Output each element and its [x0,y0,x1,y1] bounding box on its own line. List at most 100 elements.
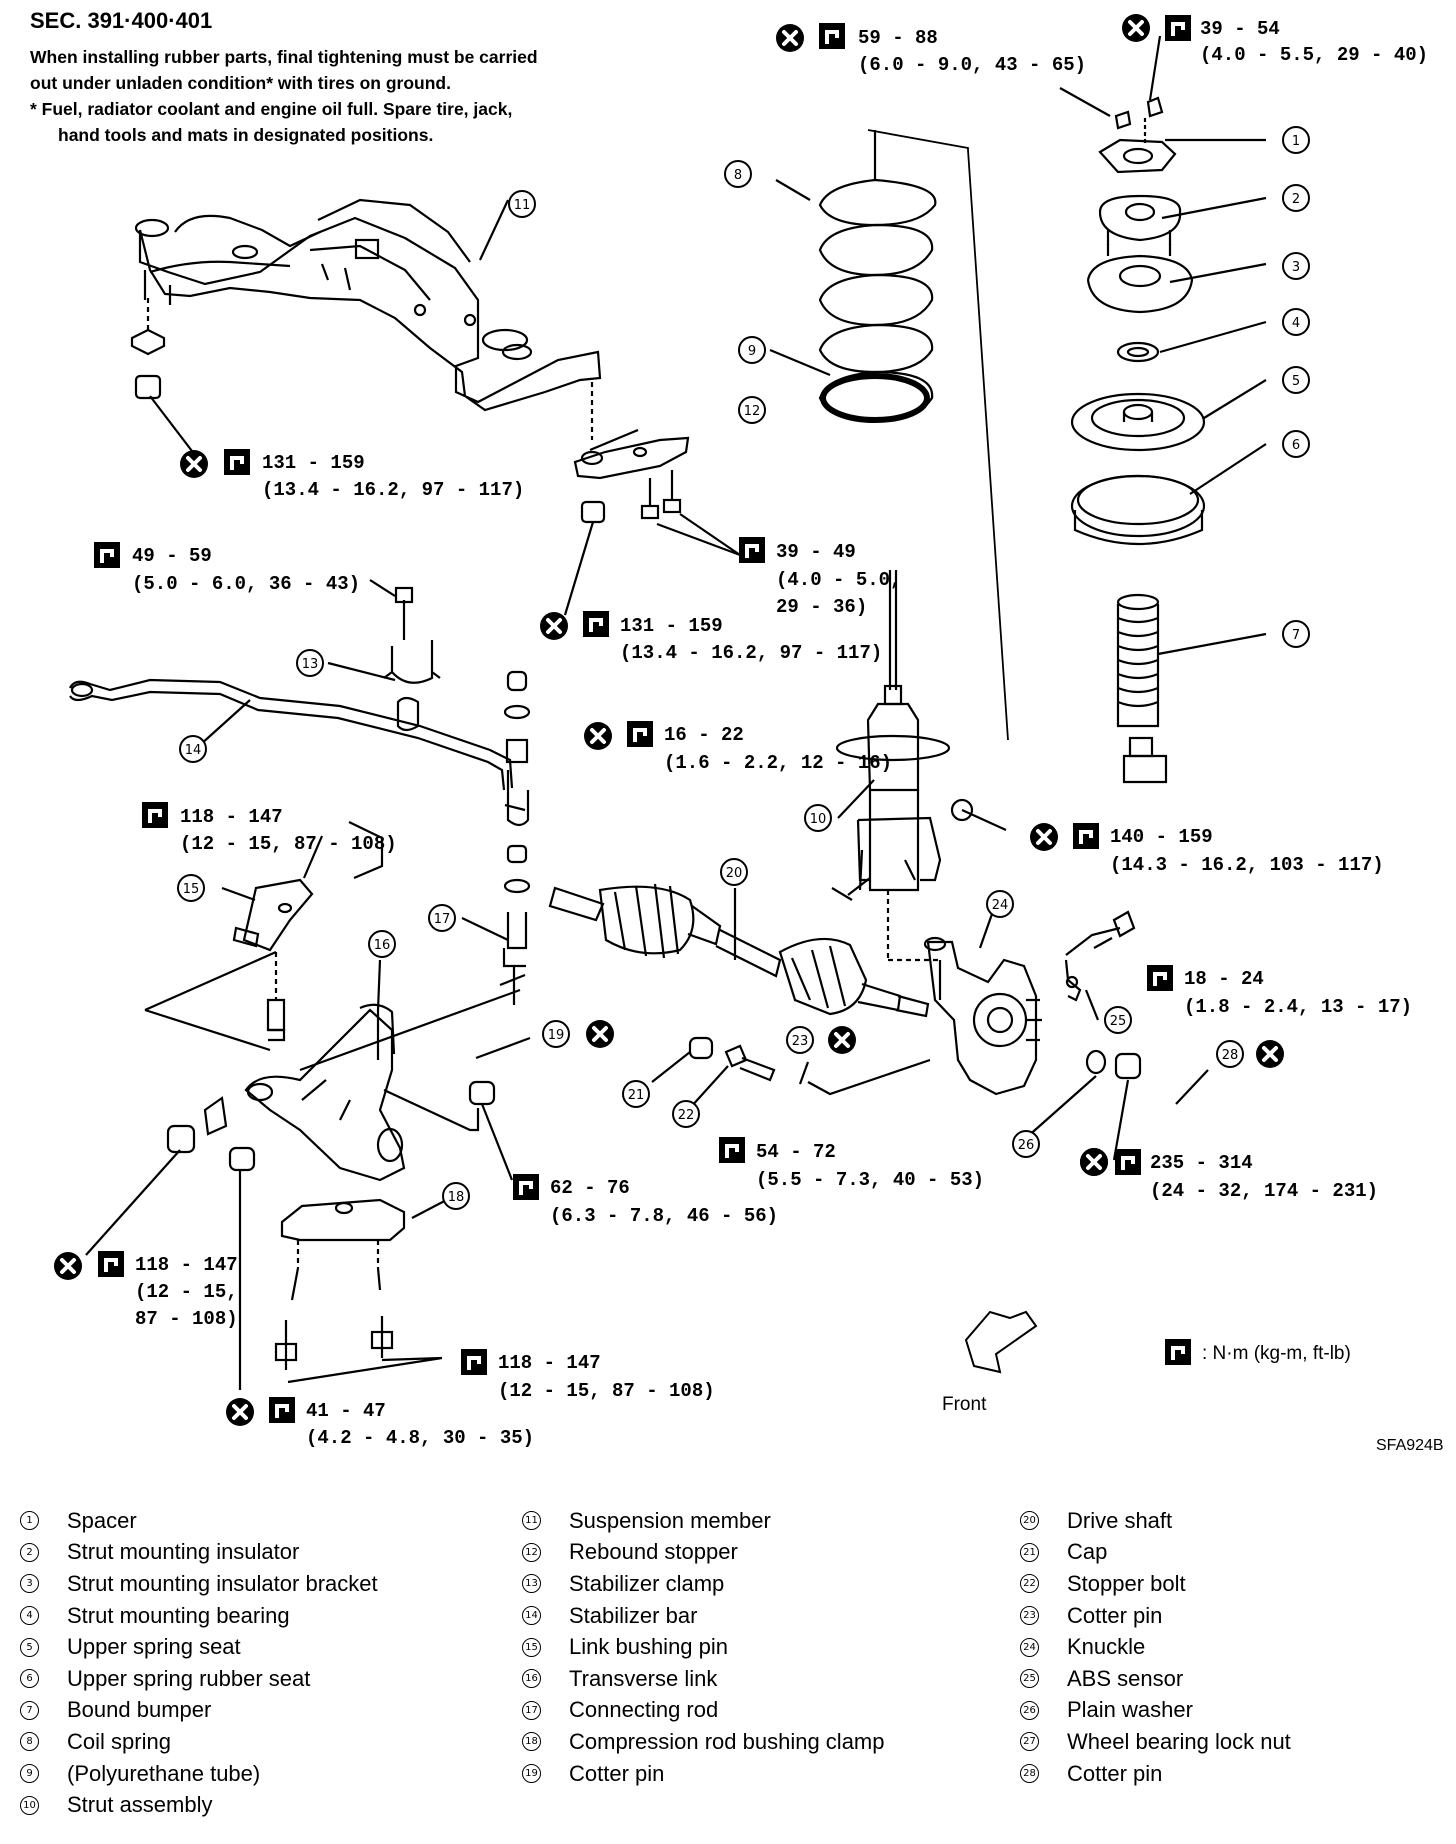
callout-number: 5 [1292,374,1300,389]
svg-text:(4.0 - 5.0,: (4.0 - 5.0, [776,569,901,591]
callout-circle [738,336,766,364]
callout-number: 24 [992,898,1009,913]
wheel-bearing-lock-nut [1114,1052,1142,1080]
legend-number: 16 [522,1669,541,1689]
callout-number: 17 [434,912,451,927]
svg-text:62 - 76: 62 - 76 [550,1177,630,1199]
callout-number: 1 [1292,134,1300,149]
legend-number: 23 [1020,1606,1039,1626]
installation-note: When installing rubber parts, final tigh… [30,44,550,148]
stabilizer-bar [69,678,514,791]
callout-circle [1282,620,1310,648]
svg-text:140 - 159: 140 - 159 [1110,826,1213,848]
legend-label: Strut mounting insulator bracket [67,1570,378,1596]
legend-number: 1 [20,1511,39,1531]
torque-16: 16 - 22 (1.6 - 2.2, 12 - 16) [582,720,892,774]
callout-circle [786,1026,814,1054]
note-footnote: * Fuel, radiator coolant and engine oil … [30,99,513,145]
svg-text:(4.0 - 5.5, 29 - 40): (4.0 - 5.5, 29 - 40) [1200,44,1428,66]
callout-circle [179,735,207,763]
callout-circle [1282,126,1310,154]
figure-code: SFA924B [1376,1437,1444,1454]
torque-118-bottom: 118 - 147 (12 - 15, 87 - 108) [461,1349,715,1402]
legend-label: Drive shaft [1067,1507,1173,1533]
callout-circle [1282,308,1310,336]
cotter-pin-19-xmark [584,1018,616,1050]
torque-131-member: 131 - 159 (13.4 - 16.2, 97 - 117) [178,448,524,501]
legend-label: Connecting rod [569,1697,719,1723]
torque-54: 54 - 72 (5.5 - 7.3, 40 - 53) [719,1137,984,1191]
callout-12: 12 [738,396,766,424]
svg-text:(4.2 - 4.8, 30 - 35): (4.2 - 4.8, 30 - 35) [306,1427,534,1449]
callout-number: 28 [1222,1048,1239,1063]
svg-text:(12 - 15, 87 - 108): (12 - 15, 87 - 108) [180,833,397,855]
legend-number: 28 [1020,1764,1039,1784]
svg-text:16 - 22: 16 - 22 [664,724,744,746]
callout-circle [296,649,324,677]
upper-nut [1146,96,1164,118]
legend-label: Coil spring [67,1728,171,1754]
callout-number: 16 [374,938,391,953]
callout-circle [1216,1040,1244,1068]
torque-18: 18 - 24 (1.8 - 2.4, 13 - 17) [1147,965,1412,1018]
svg-text:(14.3 - 16.2, 103 - 117): (14.3 - 16.2, 103 - 117) [1110,854,1384,876]
legend-number: 13 [522,1574,541,1594]
legend-number: 2 [20,1542,39,1562]
callout-number: 26 [1018,1138,1035,1153]
legend-label: Cotter pin [569,1760,665,1786]
svg-text:118 - 147: 118 - 147 [498,1352,601,1374]
callout-circle [1282,430,1310,458]
svg-text:(12 - 15, 87 - 108): (12 - 15, 87 - 108) [498,1380,715,1402]
callout-14: 14 [179,735,207,763]
strut-mounting-insulator [1098,194,1182,245]
callout-number: 21 [628,1088,645,1103]
note-main: When installing rubber parts, final tigh… [30,47,538,93]
svg-text:41 - 47: 41 - 47 [306,1400,386,1422]
callout-number: 11 [514,198,531,213]
callout-15: 15 [177,874,205,902]
legend-label: Strut mounting bearing [67,1602,290,1628]
legend-number: 12 [522,1542,541,1562]
callout-number: 6 [1292,438,1300,453]
callout-28: 28 [1216,1040,1244,1068]
callout-13: 13 [296,649,324,677]
callout-25: 25 [1104,1006,1132,1034]
units-legend: : N·m (kg-m, ft-lb) [1165,1339,1351,1365]
svg-text:(5.5 - 7.3, 40 - 53): (5.5 - 7.3, 40 - 53) [756,1169,984,1191]
legend-number: 5 [20,1637,39,1657]
legend-label: Stabilizer bar [569,1602,698,1628]
legend-label: Knuckle [1067,1634,1146,1660]
link-bushing-pin [232,878,314,952]
svg-text:18 - 24: 18 - 24 [1184,968,1264,990]
legend-label: Compression rod bushing clamp [569,1728,885,1754]
cotter-pin-19 [475,1036,531,1060]
callout-number: 20 [726,866,743,881]
abs-sensor [1064,910,1136,1002]
callout-number: 2 [1292,192,1300,207]
callout-number: 18 [448,1190,465,1205]
svg-text:49 - 59: 49 - 59 [132,545,212,567]
callout-number: 9 [748,344,756,359]
callout-1: 1 [1282,126,1310,154]
callout-18: 18 [442,1182,470,1210]
callout-circle [177,874,205,902]
knuckle [923,936,1042,1096]
cotter-pin-28 [1175,1069,1209,1105]
torque-118-left: 118 - 147 (12 - 15, 87 - 108) [142,802,397,855]
svg-text:(6.3 - 7.8, 46 - 56): (6.3 - 7.8, 46 - 56) [550,1205,778,1227]
callout-number: 8 [734,168,742,183]
legend-number: 8 [20,1732,39,1752]
torque-39-49: 39 - 49 (4.0 - 5.0, 29 - 36) [739,537,901,618]
legend-label: Cap [1067,1539,1108,1565]
